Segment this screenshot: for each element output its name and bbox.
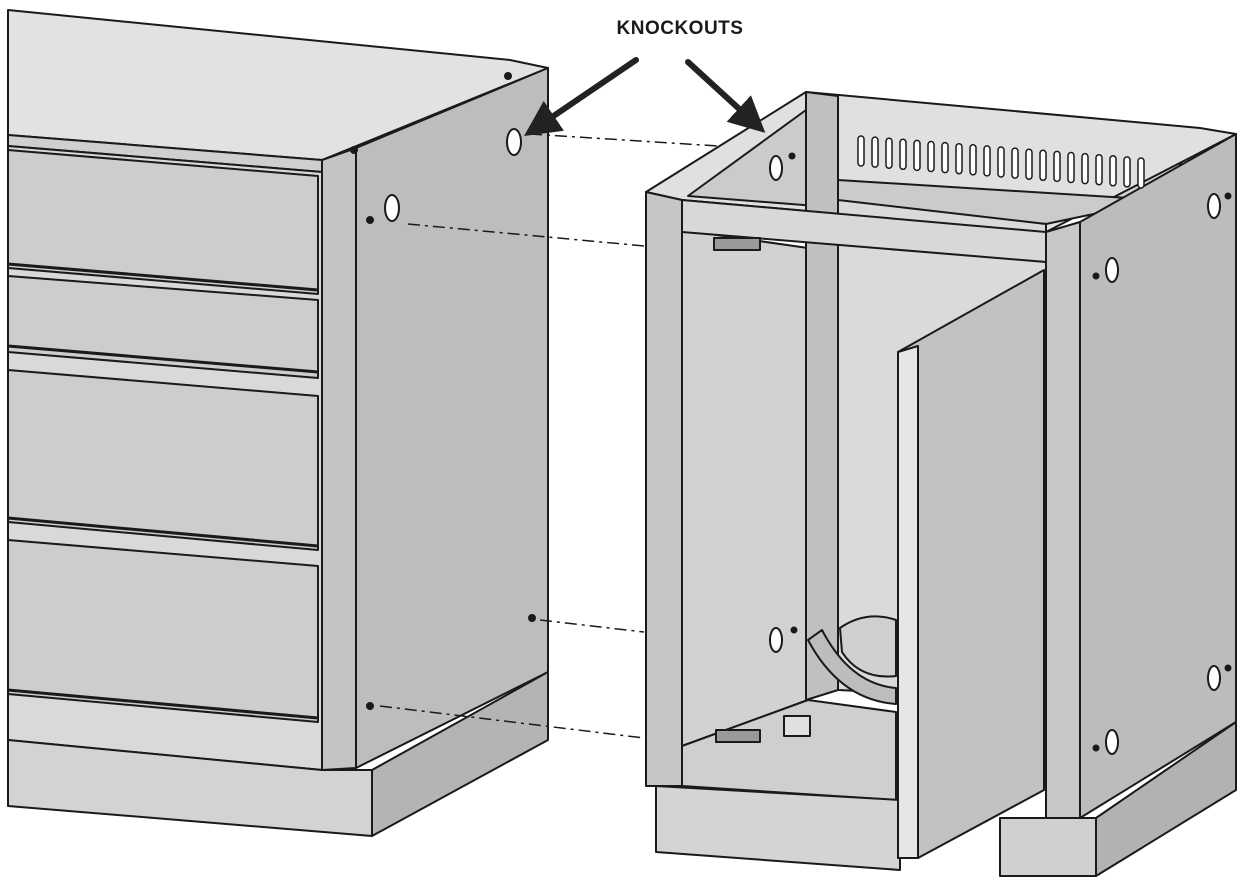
alignment-line-3 <box>539 619 645 633</box>
drawer-handle-2 <box>7 344 319 374</box>
vent-slot <box>955 142 963 175</box>
bottom-hinge <box>715 729 761 743</box>
vent-slot <box>1039 149 1047 182</box>
vent-slot <box>1081 152 1089 185</box>
left-knockout-hole-2 <box>384 194 400 222</box>
vent-slot <box>913 139 921 172</box>
vent-slot <box>969 144 977 176</box>
right-screw-2 <box>790 626 798 634</box>
vent-slot <box>997 146 1005 178</box>
right-cabinet-base-side <box>1095 721 1237 877</box>
alignment-line-2 <box>407 223 645 247</box>
right-screw-6 <box>1224 664 1232 672</box>
right-side-hole-1 <box>1105 257 1119 283</box>
vent-slot <box>1011 147 1019 179</box>
left-cabinet-corner-post <box>321 147 357 771</box>
left-knockout-hole-1 <box>506 128 522 156</box>
right-side-hole-2 <box>1207 193 1221 219</box>
right-side-hole-4 <box>1105 729 1119 755</box>
left-screw-1 <box>366 216 374 224</box>
right-cabinet-side <box>1079 133 1237 819</box>
right-screw-3 <box>1092 272 1100 280</box>
vent-slots <box>857 135 1145 189</box>
right-cabinet-door <box>897 269 1045 859</box>
alignment-line-4 <box>379 705 645 739</box>
vent-slot <box>899 138 907 171</box>
propane-tank-ring <box>807 629 897 705</box>
drawer-3 <box>7 369 319 551</box>
drawer-handle-4 <box>7 688 319 720</box>
drawer-handle-3 <box>7 516 319 548</box>
vent-slot <box>1025 148 1033 180</box>
left-top-screw-1 <box>350 146 358 154</box>
right-knockout-hole-1 <box>769 155 783 181</box>
vent-slot <box>1109 155 1117 187</box>
left-top-screw-2 <box>504 72 512 80</box>
vent-slot <box>857 135 865 167</box>
right-side-hole-3 <box>1207 665 1221 691</box>
knockout-arrow-right <box>685 59 766 133</box>
vent-slot <box>885 137 893 169</box>
vent-slot <box>871 136 879 168</box>
propane-tank-top <box>839 615 897 678</box>
knockouts-label: KNOCKOUTS <box>616 18 744 39</box>
left-cabinet-base-side <box>371 671 549 837</box>
right-cabinet-base-right <box>999 817 1097 877</box>
right-screw-5 <box>1092 744 1100 752</box>
right-cabinet-base-front <box>655 785 901 871</box>
right-cabinet-door-edge <box>897 345 919 859</box>
left-screw-3 <box>366 702 374 710</box>
knockout-arrow-left <box>524 57 639 137</box>
top-hinge <box>713 237 761 251</box>
right-screw-4 <box>1224 192 1232 200</box>
vent-slot <box>1067 151 1075 184</box>
left-cabinet-side <box>355 67 549 769</box>
right-cabinet-corner-post <box>1045 221 1081 819</box>
left-screw-2 <box>528 614 536 622</box>
right-cabinet-left-rear-post <box>805 91 839 701</box>
vent-slot <box>1053 150 1061 183</box>
vent-slot <box>941 141 949 174</box>
door-latch <box>783 715 811 737</box>
vent-slot <box>1137 157 1145 189</box>
alignment-line-1 <box>529 133 719 147</box>
right-cabinet-left-side <box>645 191 683 787</box>
vent-slot <box>1095 153 1103 186</box>
right-cabinet <box>645 91 1237 877</box>
right-screw-1 <box>788 152 796 160</box>
right-cabinet-left-inner <box>681 229 809 747</box>
vent-slot <box>927 140 935 173</box>
right-knockout-hole-2 <box>769 627 783 653</box>
drawer-handle-1 <box>7 262 319 292</box>
right-cabinet-bottom-tray <box>681 699 897 801</box>
knockout-arrows <box>524 57 766 137</box>
left-cabinet <box>7 9 549 837</box>
drawer-4 <box>7 539 319 723</box>
vent-slot <box>1123 156 1131 188</box>
drawer-1 <box>7 149 319 295</box>
vent-slot <box>983 145 991 177</box>
